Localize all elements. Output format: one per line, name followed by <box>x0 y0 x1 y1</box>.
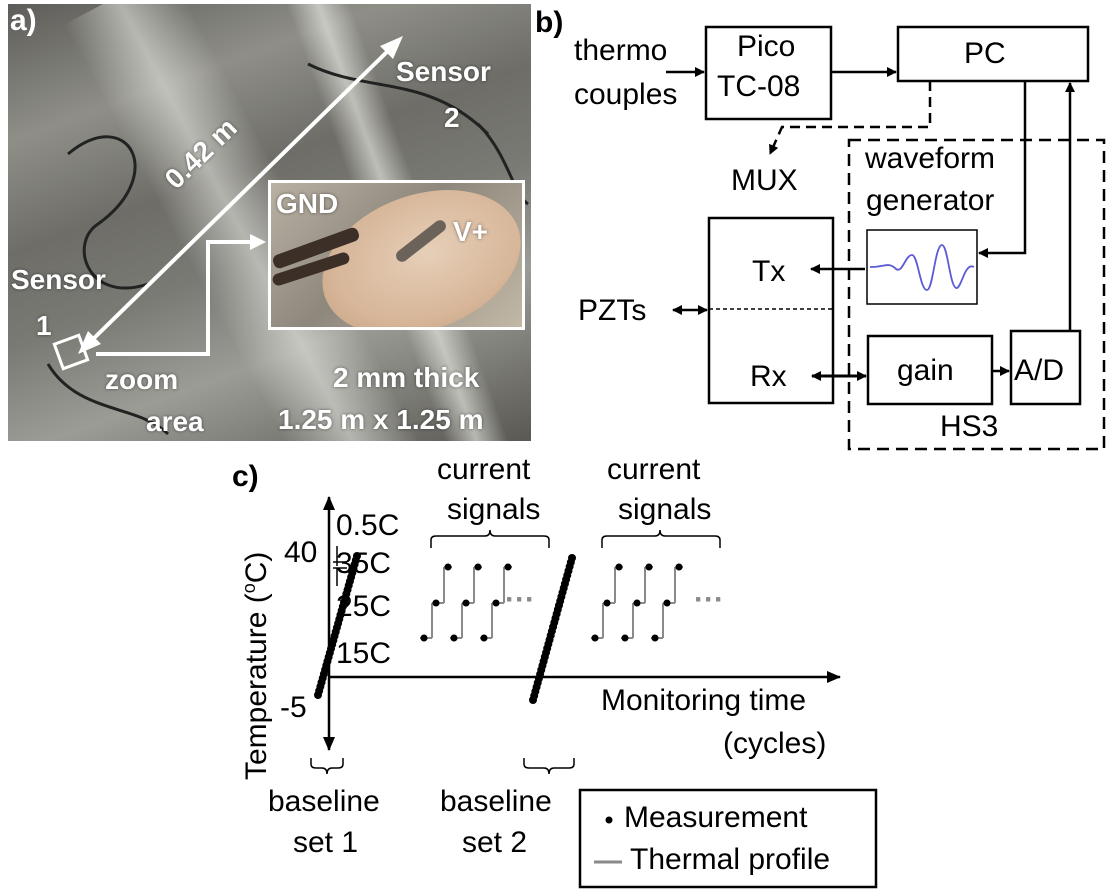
pzts-label: PZTs <box>578 294 647 327</box>
current-signals-2-steps-dot <box>615 563 623 571</box>
temp-25c: 25C <box>336 590 392 623</box>
hs3-label: HS3 <box>940 410 999 443</box>
plate-size: 1.25 m x 1.25 m <box>278 404 484 435</box>
step-label: 0.5C <box>336 509 400 542</box>
legend-marker-dot <box>605 816 613 824</box>
vplus-label: V+ <box>453 216 489 247</box>
temp-35c: 35C <box>336 547 392 580</box>
panel-a-letter: a) <box>10 4 37 37</box>
baseline-set1: baseline <box>268 785 380 818</box>
plate-photo: a) Sensor 2 Sensor 1 0.42 m GND V+ zoom … <box>8 4 531 441</box>
gnd-label: GND <box>276 188 339 219</box>
x-axis-title: Monitoring time <box>601 684 807 717</box>
current-signals-2: current <box>607 453 701 486</box>
ellipsis-2: ··· <box>694 583 724 616</box>
current-signals-1-steps-dot <box>450 634 458 642</box>
baseline-set1b: set 1 <box>293 826 359 859</box>
current-signals-2b: signals <box>618 493 712 526</box>
sensor1-label: Sensor <box>11 264 106 295</box>
legend-thermal-profile: Thermal profile <box>630 843 831 876</box>
current-signals-2-steps-dot <box>645 563 653 571</box>
y-tick-minus5: -5 <box>280 691 307 724</box>
tc08-label: TC-08 <box>717 70 801 103</box>
panel-b-letter: b) <box>535 6 564 39</box>
current-signals-2-steps-dot <box>663 599 671 607</box>
panel-c-letter: c) <box>232 460 259 493</box>
current-signals-1-steps-dot <box>480 634 488 642</box>
baseline-set2b: set 2 <box>462 826 528 859</box>
baseline-set2: baseline <box>440 785 552 818</box>
pico-label: Pico <box>737 30 796 63</box>
thermocouples-label-2: couples <box>574 78 678 111</box>
current-signals-1b: signals <box>447 493 541 526</box>
tx-label: Tx <box>752 255 786 288</box>
current-signals-1-steps-dot <box>462 599 470 607</box>
y-axis-degree: o <box>239 583 259 594</box>
baseline1-ramp-dot <box>353 552 361 560</box>
sensor-zoom-inset <box>268 180 525 330</box>
current-signals-1-steps-dot <box>474 563 482 571</box>
current-signals-2-steps-dot <box>621 634 629 642</box>
pc-label: PC <box>964 37 1006 70</box>
zoom-label: zoom <box>105 364 179 395</box>
mux-label: MUX <box>731 164 798 197</box>
baseline2-ramp-dot <box>568 554 576 562</box>
gain-label: gain <box>897 354 954 387</box>
waveform-label: waveform <box>865 142 996 175</box>
y-tick-40: 40 <box>284 536 318 569</box>
x-axis-unit: (cycles) <box>723 727 827 760</box>
current-signals-2-steps-dot <box>651 634 659 642</box>
current-signals-2-steps-dot <box>603 599 611 607</box>
legend-measurement: Measurement <box>624 801 808 834</box>
area-label: area <box>146 406 204 437</box>
ellipsis-1: ··· <box>505 583 535 616</box>
temp-15c: 15C <box>336 637 392 670</box>
current-signals-2-steps-dot <box>633 599 641 607</box>
current-signals-1-steps-dot <box>444 563 452 571</box>
thermocouples-label: thermo <box>574 34 668 67</box>
current-signals-2-steps-dot <box>591 634 599 642</box>
sensor2-label: Sensor <box>396 56 491 87</box>
sensor2-number: 2 <box>444 102 460 133</box>
photo-annotations <box>46 36 529 436</box>
sensor1-number: 1 <box>36 310 52 341</box>
current-signals-2-steps-dot <box>675 563 683 571</box>
current-signals-1-steps-dot <box>492 599 500 607</box>
current-signals-1-steps-dot <box>432 599 440 607</box>
current-signals-1: current <box>437 453 531 486</box>
current-signals-1-steps-dot <box>504 563 512 571</box>
plate-thickness: 2 mm thick <box>333 362 480 393</box>
ad-label: A/D <box>1014 354 1065 387</box>
current-signals-1-steps-dot <box>420 634 428 642</box>
legend-box <box>578 788 878 889</box>
y-axis-title: Temperature (oC) <box>239 551 273 780</box>
generator-label: generator <box>866 184 995 217</box>
rx-label: Rx <box>750 360 787 393</box>
